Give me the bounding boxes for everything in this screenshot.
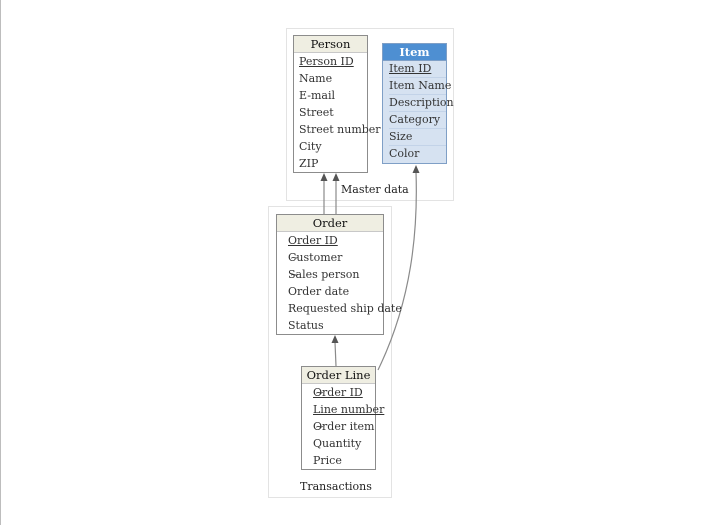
foreign-key-marker: ~ bbox=[290, 251, 300, 264]
foreign-key-marker: ~ bbox=[290, 268, 300, 281]
entity-order-line-attribute: ~Order item bbox=[313, 418, 375, 435]
entity-item-attribute: Size bbox=[389, 128, 446, 145]
cluster-transactions bbox=[268, 206, 392, 498]
entity-item-attribute: Color bbox=[389, 145, 446, 162]
cluster-master-data-label: Master data bbox=[341, 183, 409, 196]
entity-order-line-attribute: Price bbox=[313, 452, 375, 469]
edge-orderline-to-order bbox=[334, 341, 337, 367]
entity-person-attribute: ZIP bbox=[299, 155, 367, 172]
entity-order-attribute: ~Customer bbox=[288, 249, 383, 266]
arrowhead-person-customer bbox=[320, 173, 328, 181]
entity-person-attribute: Street number bbox=[299, 121, 381, 138]
arrowhead-item bbox=[412, 165, 420, 173]
cluster-transactions-label: Transactions bbox=[300, 480, 372, 493]
attribute-label: Description bbox=[389, 96, 454, 109]
primary-key-label: Order ID bbox=[288, 234, 338, 247]
entity-order-attribute: Requested ship date bbox=[288, 300, 402, 317]
attribute-label: Size bbox=[389, 130, 413, 143]
foreign-key-marker: ~ bbox=[315, 420, 325, 433]
attribute-label: Order date bbox=[288, 285, 350, 298]
entity-person-attribute: E-mail bbox=[299, 87, 367, 104]
entity-order-title: Order bbox=[277, 215, 383, 232]
attribute-label: Customer bbox=[288, 251, 343, 264]
foreign-key-marker: ~ bbox=[315, 386, 325, 399]
primary-key-label: Order ID bbox=[313, 386, 363, 399]
cluster-master-data bbox=[286, 28, 454, 201]
attribute-label: Price bbox=[313, 454, 342, 467]
attribute-label: ZIP bbox=[299, 157, 319, 170]
attribute-label: Street bbox=[299, 106, 334, 119]
entity-order-line-attribute: ~Order ID bbox=[313, 384, 375, 401]
primary-key-label: Line number bbox=[313, 403, 385, 416]
attribute-label: Quantity bbox=[313, 437, 362, 450]
entity-person-attribute: Name bbox=[299, 70, 367, 87]
arrowhead-order bbox=[331, 335, 339, 343]
entity-person-attribute: Street bbox=[299, 104, 367, 121]
entity-order-attribute: Order ID bbox=[288, 232, 383, 249]
entity-person-attribute: Person ID bbox=[299, 53, 367, 70]
entity-person-title: Person bbox=[294, 36, 367, 53]
primary-key-label: Item ID bbox=[389, 62, 432, 75]
entity-item-attribute: Category bbox=[389, 111, 446, 128]
attribute-label: City bbox=[299, 140, 322, 153]
attribute-label: Order item bbox=[313, 420, 375, 433]
canvas-left-border bbox=[0, 0, 1, 525]
attribute-label: Category bbox=[389, 113, 441, 126]
entity-order-attribute: ~Sales person bbox=[288, 266, 383, 283]
attribute-label: Name bbox=[299, 72, 333, 85]
entity-order-attribute: Status bbox=[288, 317, 383, 334]
edge-orderline-to-item bbox=[377, 171, 417, 371]
entity-order-attribute: Order date bbox=[288, 283, 383, 300]
attribute-label: Color bbox=[389, 147, 420, 160]
attribute-label: Item Name bbox=[389, 79, 452, 92]
entity-order-line-attribute: Line number bbox=[313, 401, 384, 418]
entity-item-title: Item bbox=[383, 44, 446, 61]
attribute-label: E-mail bbox=[299, 89, 335, 102]
entity-order-line-title: Order Line bbox=[302, 367, 375, 384]
entity-order-line-attribute: Quantity bbox=[313, 435, 375, 452]
entity-item-attribute: Item Name bbox=[389, 77, 451, 94]
primary-key-label: Person ID bbox=[299, 55, 354, 68]
attribute-label: Street number bbox=[299, 123, 381, 136]
entity-person-attribute: City bbox=[299, 138, 367, 155]
arrowhead-person-salesperson bbox=[332, 173, 340, 181]
entity-item-attribute: Item ID bbox=[389, 61, 446, 77]
attribute-label: Requested ship date bbox=[288, 302, 402, 315]
entity-item-attribute: Description bbox=[389, 94, 454, 111]
attribute-label: Status bbox=[288, 319, 324, 332]
attribute-label: Sales person bbox=[288, 268, 360, 281]
